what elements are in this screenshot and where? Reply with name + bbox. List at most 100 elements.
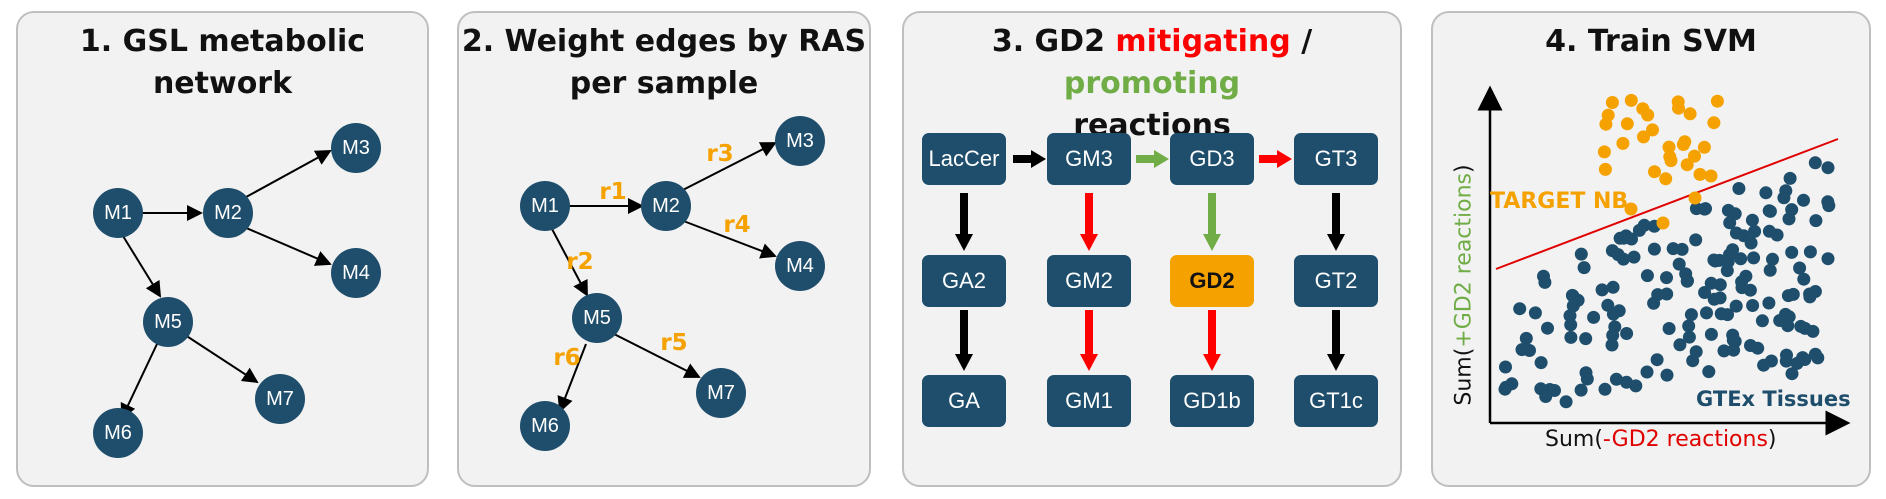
gtex-point [1519,331,1533,345]
gtex-point [1606,328,1620,342]
svm-decision-boundary [1495,138,1839,270]
gtex-point [1613,231,1627,245]
box-gt2: GT2 [1294,255,1378,307]
panel-title: 3. GD2 mitigating / promoting reactions [904,21,1400,147]
gtex-point [1757,358,1771,372]
title-line-2: per sample [569,66,759,101]
network-edges [551,142,777,413]
gtex-point [1580,372,1594,386]
gtex-point [1523,344,1536,357]
gtex-point [1606,280,1620,294]
gtex-point [1662,322,1676,335]
gtex-point [1793,261,1807,275]
gtex-point [1717,344,1731,358]
node-m2: M2 [203,188,253,238]
gtex-point [1762,204,1776,218]
gtex-point [1809,214,1823,228]
gtex-point [1689,233,1703,247]
panel-title: 1. GSL metabolic network [79,24,366,101]
gtex-point [1499,360,1512,374]
target-nb-point [1648,165,1661,179]
gtex-point [1660,368,1674,382]
gtex-point [1609,372,1623,386]
gtex-point [1743,283,1757,297]
gtex-point [1606,307,1620,321]
target-nb-point [1659,172,1673,186]
gtex-point [1563,309,1577,323]
gtex-point [1605,338,1619,352]
target-nb-point [1624,93,1638,107]
target-nb-point [1688,149,1701,163]
gtex-point [1785,367,1799,381]
node-m3: M3 [331,123,381,173]
target-nb-point [1637,130,1650,144]
gtex-point [1762,296,1776,310]
gtex-point [1781,289,1795,303]
gtex-point [1797,193,1810,207]
target-nb-point [1646,123,1659,137]
gtex-point [1565,288,1579,302]
target-nb-point [1605,96,1619,109]
network-edges [120,150,332,420]
gtex-point [1672,257,1686,271]
box-ga: GA [922,375,1006,427]
node-m6: M6 [93,408,143,458]
target-nb-point [1624,202,1638,216]
gtex-point [1574,247,1588,261]
target-nb-point [1616,136,1630,150]
gtex-point [1806,324,1820,338]
target-nb-point [1597,145,1611,159]
gtex-point [1577,261,1591,275]
gtex-point [1673,338,1687,352]
gtex-point [1528,306,1542,320]
gtex-point [1785,245,1799,259]
edge-label-r2: r2 [566,249,594,275]
gtex-point [1505,377,1519,391]
gtex-point [1779,184,1793,198]
gtex-point [1723,216,1737,230]
gtex-point [1729,299,1743,313]
gtex-point [1727,343,1741,357]
gtex-point [1745,213,1759,227]
gtex-point [1821,161,1835,175]
gtex-tissues-label: GTEx Tissues [1696,387,1851,411]
gtex-point [1735,275,1749,289]
gtex-point [1755,314,1769,328]
gtex-point [1684,308,1698,322]
gtex-point [1620,327,1634,340]
target-nb-point [1697,140,1711,154]
x-axis-label: Sum(-GD2 reactions) [1545,427,1777,452]
gtex-point [1726,243,1740,257]
gtex-point [1808,156,1822,170]
gtex-point [1763,263,1777,277]
box-gm3: GM3 [1047,133,1131,185]
title-line-1: 2. Weight edges by RAS [461,24,867,59]
y-axis-label: Sum(+GD2 reactions) [1451,164,1477,406]
box-laccer: LacCer [922,133,1006,185]
target-nb-point [1662,140,1676,154]
gtex-point [1782,212,1796,226]
edge-label-r4: r4 [723,212,751,238]
node-m3: M3 [775,116,825,166]
gtex-point [1699,202,1712,216]
gtex-point [1660,271,1673,285]
target-nb-point [1599,117,1613,131]
title-mitigating: mitigating [1115,24,1291,59]
gtex-point [1704,327,1718,341]
gtex-point [1625,232,1638,246]
edge-label-r3: r3 [706,141,734,167]
target-nb-point [1620,117,1634,131]
box-gd3: GD3 [1170,133,1254,185]
node-m7: M7 [696,368,746,418]
gtex-point [1640,365,1654,379]
box-gd1b: GD1b [1170,375,1254,427]
title-promoting: promoting [1063,66,1241,101]
gtex-point [1759,186,1773,200]
gtex-point [1595,283,1609,297]
panel-gd2-reactions: 3. GD2 mitigating / promoting reactions … [902,11,1402,487]
gtex-tissue-points [1498,156,1836,409]
panel-weight-edges: 2. Weight edges by RAS per sample M1 M2 … [457,11,871,487]
gtex-point [1782,310,1796,324]
svm-scatter-plot [1477,85,1851,436]
target-nb-point [1663,150,1677,164]
